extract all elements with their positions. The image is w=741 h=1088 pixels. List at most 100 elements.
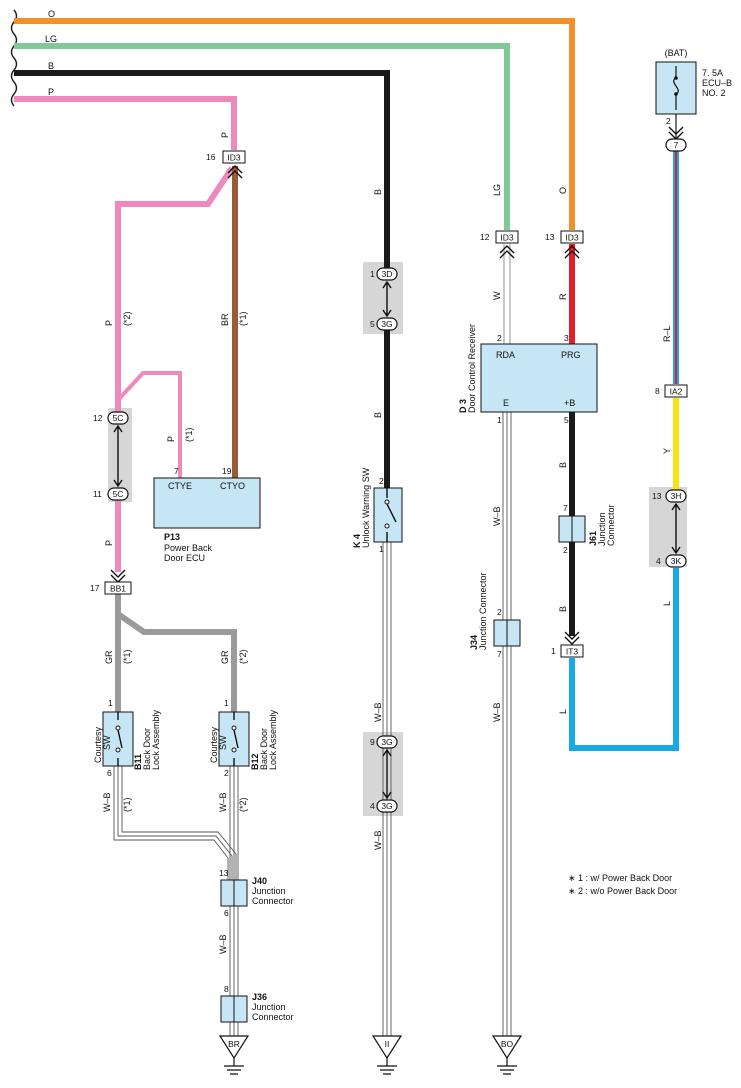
wire-label-l-right: L	[662, 601, 672, 606]
pin-2-b12: 2	[224, 768, 229, 778]
component-fuse-ecu-b: (BAT) 7. 5A ECU–B NO. 2	[655, 48, 732, 115]
svg-text:K 4: K 4	[352, 534, 362, 548]
wire-label-lg-down: LG	[492, 184, 502, 196]
svg-text:7: 7	[674, 140, 679, 150]
wire-label-w: W	[492, 291, 502, 300]
wire-label-b-k4a: B	[373, 412, 383, 418]
wire-label-p-left: P	[104, 320, 114, 326]
connector-3g-top: 3G	[376, 317, 398, 331]
pin-2-bat: 2	[666, 116, 671, 126]
svg-text:P13: P13	[164, 532, 180, 542]
svg-text:CTYE: CTYE	[168, 481, 192, 491]
svg-text:BR: BR	[228, 1039, 240, 1049]
svg-text:3G: 3G	[381, 319, 392, 329]
svg-text:J61: J61	[588, 531, 598, 546]
pin-7-j61: 7	[563, 503, 568, 513]
splice-arrow-3h	[671, 502, 681, 555]
wire-light-green	[14, 43, 510, 230]
wire-wb-j40	[229, 906, 239, 1036]
wire-label-wb-k4b: W–B	[373, 830, 383, 850]
wire-label-lg: LG	[45, 34, 57, 44]
wire-label-wb-j34: W–B	[492, 702, 502, 722]
pin-5-3g: 5	[370, 319, 375, 329]
wire-label-b: B	[48, 61, 54, 71]
wire-label-br: BR	[220, 313, 230, 326]
svg-text:3G: 3G	[381, 801, 392, 811]
pin-1-b11: 1	[108, 698, 113, 708]
svg-text:IT3: IT3	[566, 647, 579, 657]
pin-9-3g: 9	[370, 737, 375, 747]
svg-text:3D: 3D	[382, 269, 393, 279]
splice-arrow-5c	[113, 424, 123, 488]
wire-label-p-down: P	[220, 132, 230, 138]
wire-label-b-j61a: B	[558, 462, 568, 468]
wire-label-gr-left: GR	[104, 650, 114, 664]
connector-5c-bot: 5C	[107, 487, 129, 501]
pin-2-d3: 2	[497, 333, 502, 343]
svg-text:Door ECU: Door ECU	[164, 553, 205, 563]
wire-black	[14, 70, 390, 268]
wire-label-b-down: B	[373, 189, 383, 195]
note-1: ∗ 1 : w/ Power Back Door	[568, 873, 672, 883]
wire-label-rl: R–L	[662, 325, 672, 342]
pin-16: 16	[206, 152, 216, 162]
svg-text:ID3: ID3	[565, 233, 579, 243]
wire-label-p-ecu: P	[166, 436, 176, 442]
connector-3h: 3H	[665, 489, 687, 503]
wire-pink-ecu	[116, 371, 182, 478]
svg-text:Connector: Connector	[606, 504, 616, 546]
wire-white	[503, 244, 511, 344]
component-d3-receiver: RDA PRG E +B D 3 Door Control Receiver	[458, 324, 598, 413]
wire-label-gr-right: GR	[220, 650, 230, 664]
svg-text:Junction Connector: Junction Connector	[478, 572, 488, 650]
svg-text:CTYO: CTYO	[220, 481, 245, 491]
svg-text:D 3: D 3	[458, 399, 468, 413]
wire-note-wb-right: (*2)	[238, 797, 248, 812]
svg-text:3H: 3H	[671, 491, 682, 501]
splice-arrow-3d	[382, 280, 392, 318]
pin-13-o: 13	[545, 232, 555, 242]
connector-3g-bot: 3G	[376, 799, 398, 813]
svg-text:BB1: BB1	[110, 584, 126, 594]
svg-text:Back Door: Back Door	[142, 728, 152, 770]
connector-bb1: BB1	[104, 569, 132, 595]
pin-7-ecu: 7	[174, 466, 179, 476]
svg-text:ID3: ID3	[500, 233, 514, 243]
wire-label-p: P	[48, 87, 54, 97]
pin-1-it3: 1	[551, 646, 556, 656]
svg-text:Junction: Junction	[252, 1002, 286, 1012]
ground-ii: II	[371, 1035, 403, 1075]
pin-12-5c: 12	[93, 413, 103, 423]
svg-text:Unlock Warning SW: Unlock Warning SW	[361, 467, 371, 548]
svg-text:RDA: RDA	[496, 350, 515, 360]
svg-text:Power Back: Power Back	[164, 543, 213, 553]
pin-1-b12: 1	[224, 698, 229, 708]
pin-17-bb1: 17	[90, 583, 100, 593]
component-k4-switch: K 4 Unlock Warning SW	[352, 467, 403, 548]
wire-orange	[14, 18, 575, 230]
wire-label-p-bb1: P	[104, 540, 114, 546]
svg-text:Lock Assembly: Lock Assembly	[151, 709, 161, 770]
wire-blue	[569, 568, 679, 751]
svg-text:ECU–B: ECU–B	[702, 78, 732, 88]
wire-note-p-left: (*2)	[122, 311, 132, 326]
svg-text:Door Control Receiver: Door Control Receiver	[467, 324, 477, 413]
connector-5c-top: 5C	[107, 411, 129, 425]
pin-8-j36: 8	[224, 984, 229, 994]
wire-label-wb-left: W–B	[102, 792, 112, 812]
pin-6-j40: 6	[224, 908, 229, 918]
pin-1-3d: 1	[370, 269, 375, 279]
svg-text:Connector: Connector	[252, 896, 294, 906]
pin-3-d3: 3	[564, 333, 569, 343]
connector-3g-mid: 3G	[376, 735, 398, 749]
svg-text:3G: 3G	[381, 737, 392, 747]
svg-text:7. 5A: 7. 5A	[702, 68, 723, 78]
wire-label-wb-k4a: W–B	[373, 702, 383, 722]
svg-text:NO. 2: NO. 2	[702, 88, 726, 98]
component-b12-switch: Courtesy SW B12 Back Door Lock Assembly	[209, 709, 278, 770]
svg-text:PRG: PRG	[561, 350, 581, 360]
wire-wb-b12	[229, 766, 239, 880]
pin-4-3g: 4	[370, 801, 375, 811]
svg-text:Lock Assembly: Lock Assembly	[268, 709, 278, 770]
